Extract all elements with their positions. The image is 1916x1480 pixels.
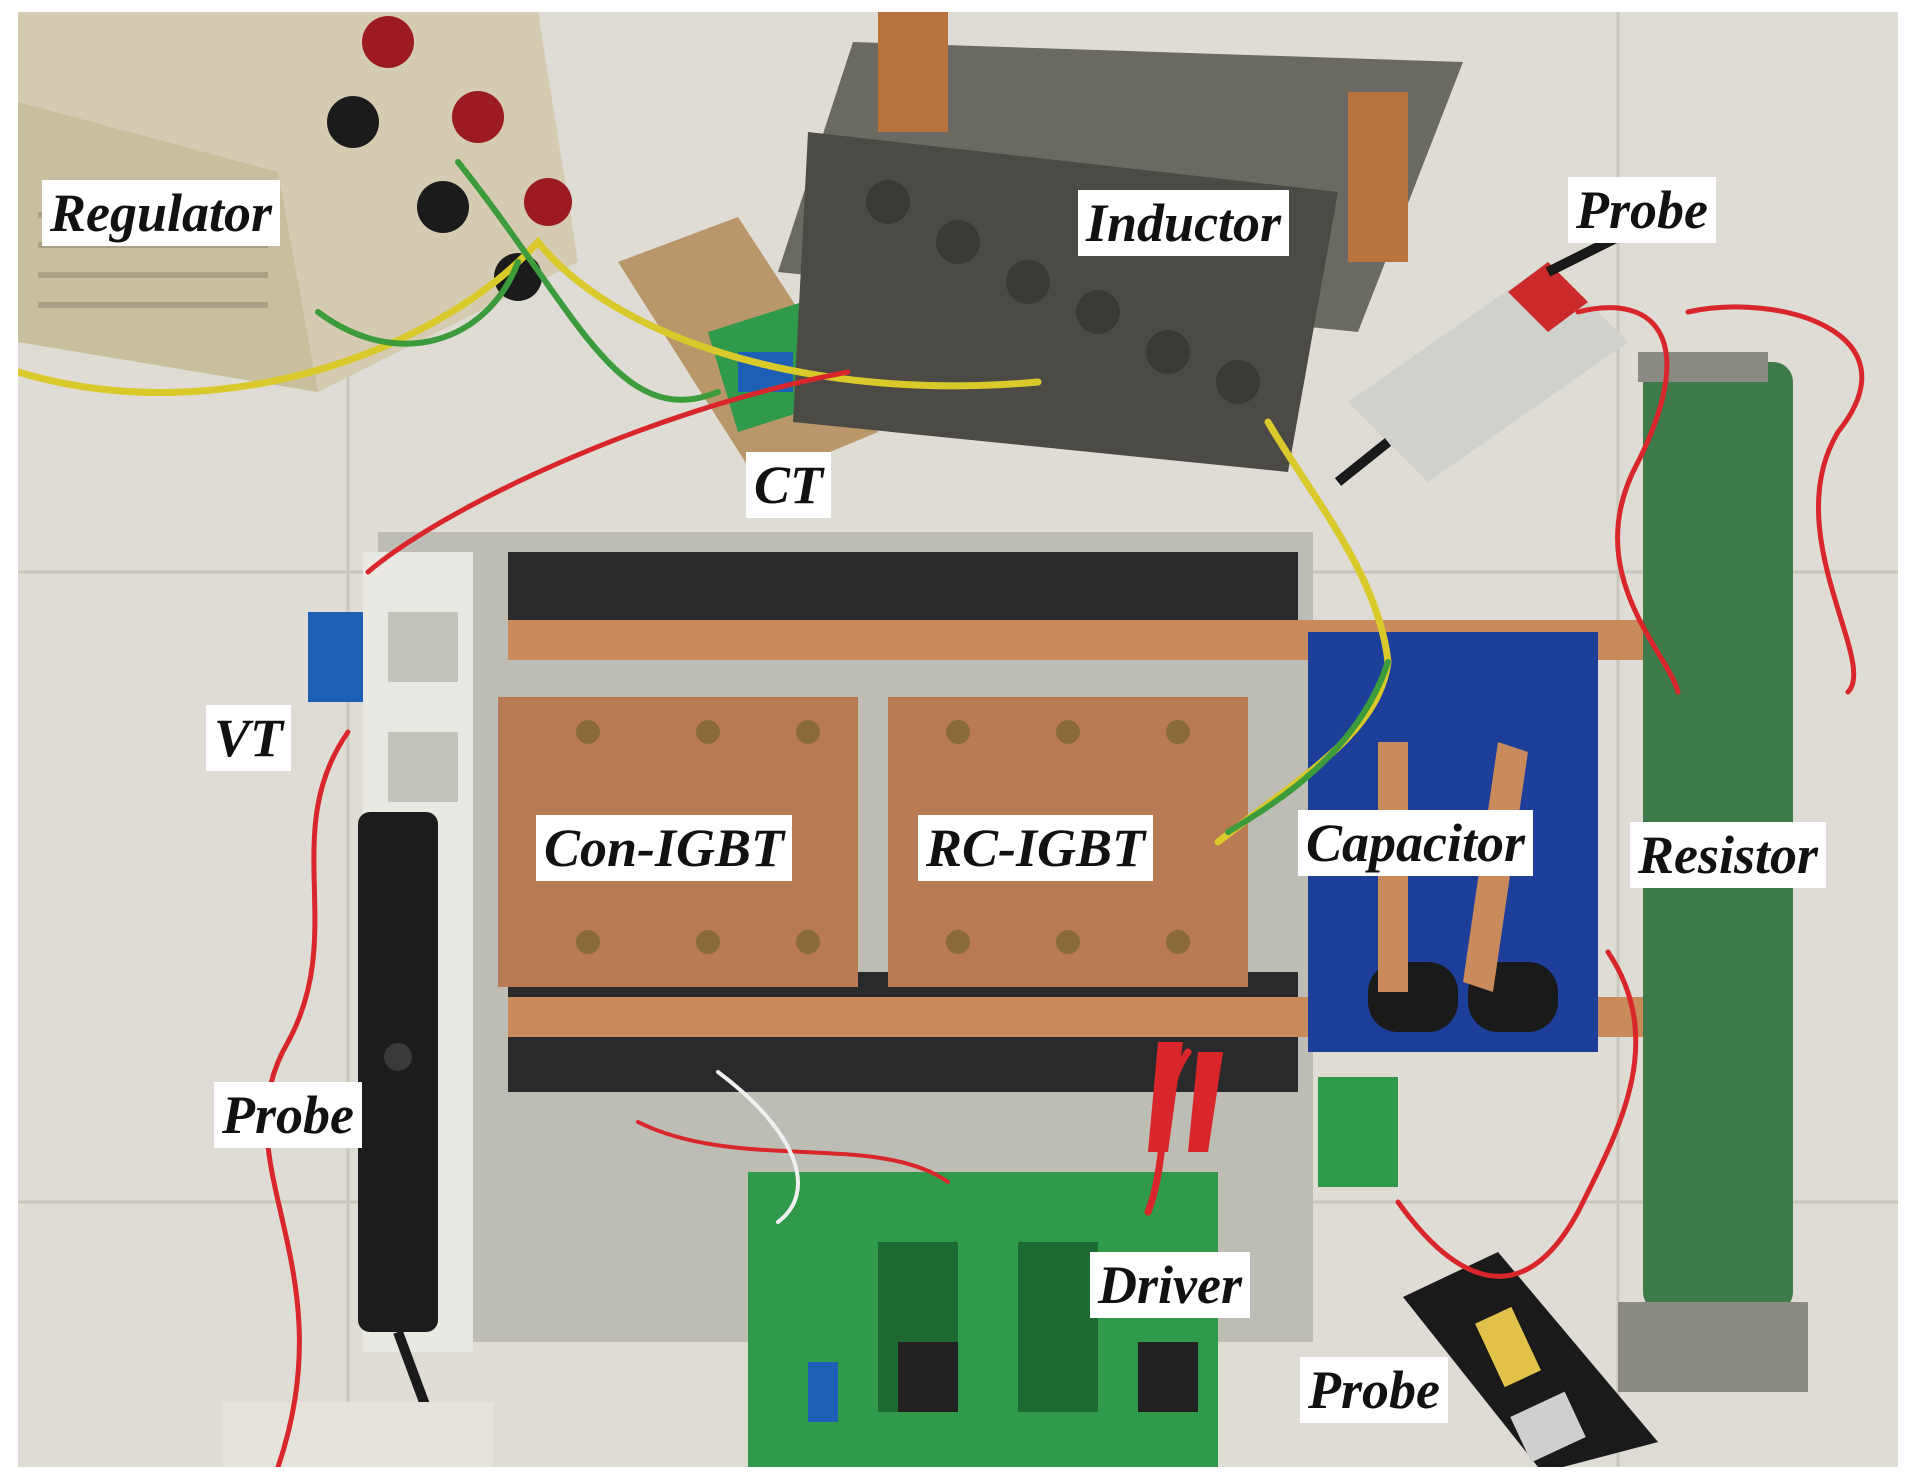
current-probe-bottom: [1403, 1252, 1658, 1467]
label-regulator: Regulator: [42, 180, 281, 246]
label-rc-igbt: RC-IGBT: [918, 815, 1154, 881]
label-inductor: Inductor: [1078, 190, 1290, 256]
regulator-terminal-black: [327, 96, 379, 148]
label-ct: CT: [746, 452, 832, 518]
regulator-terminal-black: [417, 181, 469, 233]
sensor-board: [1318, 1077, 1398, 1187]
wiring: [18, 159, 1865, 1467]
regulator-terminal-red: [452, 91, 504, 143]
label-con-igbt: Con-IGBT: [536, 815, 793, 881]
regulator-terminal-red: [362, 16, 414, 68]
label-vt: VT: [206, 705, 292, 771]
voltage-probe-clips: [1148, 1042, 1223, 1152]
test-setup-photo: Regulator Inductor Probe CT VT Con-IGBT …: [18, 12, 1898, 1467]
driver-board: [748, 1172, 1218, 1467]
regulator-device: [18, 12, 578, 392]
label-probe-bottom: Probe: [1300, 1357, 1448, 1423]
power-supply-grille: [223, 1402, 493, 1467]
label-resistor: Resistor: [1630, 822, 1827, 888]
regulator-terminal-red: [524, 178, 572, 226]
label-probe-left: Probe: [214, 1082, 362, 1148]
label-capacitor: Capacitor: [1298, 810, 1534, 876]
label-probe-top: Probe: [1568, 177, 1716, 243]
current-probe-left: [358, 812, 453, 1467]
label-driver: Driver: [1090, 1252, 1250, 1318]
